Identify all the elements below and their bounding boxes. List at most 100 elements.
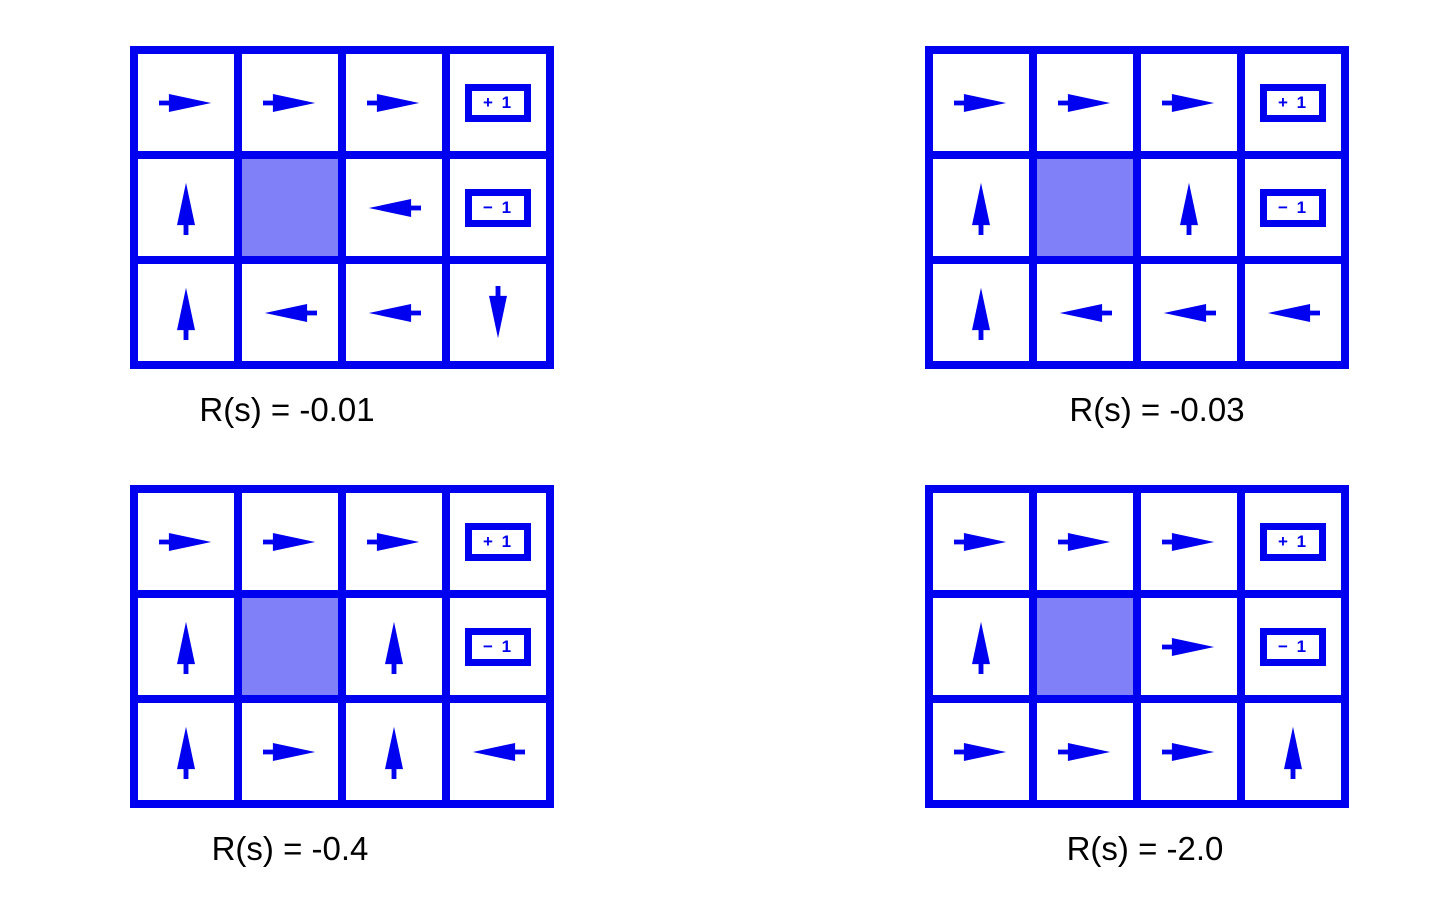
- grid-cell: [1141, 703, 1237, 800]
- grid-cell: [1245, 264, 1341, 361]
- grid-cell: [1141, 54, 1237, 151]
- arrow-down-icon: [489, 285, 507, 338]
- grid-cell: − 1: [1245, 159, 1341, 256]
- grid-cell: [346, 54, 442, 151]
- grid-cell: [933, 159, 1029, 256]
- arrow-right-icon: [1162, 637, 1215, 656]
- arrow-up-icon: [972, 621, 990, 674]
- grid-cell: [346, 159, 442, 256]
- reward-label: R(s) = -0.01: [199, 391, 375, 428]
- grid-cell: [242, 493, 338, 590]
- arrow-right-icon: [263, 742, 316, 761]
- terminal-plus-box: + 1: [1260, 522, 1326, 561]
- grid-cell: [138, 159, 234, 256]
- grid-cell: [1037, 493, 1133, 590]
- grid-cell: [346, 493, 442, 590]
- grid-cell: − 1: [1245, 598, 1341, 695]
- policy-figure-r-0.01: + 1 − 1 R(s) = -0.01: [130, 46, 554, 429]
- terminal-plus-box: + 1: [1260, 83, 1326, 122]
- grid-cell: [138, 598, 234, 695]
- grid-cell: [346, 264, 442, 361]
- grid-cell: [1141, 159, 1237, 256]
- arrow-right-icon: [954, 742, 1007, 761]
- grid-cell: [242, 54, 338, 151]
- grid-cell: + 1: [450, 493, 546, 590]
- grid-cell: + 1: [450, 54, 546, 151]
- arrow-left-icon: [368, 198, 421, 217]
- arrow-right-icon: [1058, 742, 1111, 761]
- arrow-up-icon: [177, 621, 195, 674]
- arrow-up-icon: [385, 621, 403, 674]
- arrow-right-icon: [263, 532, 316, 551]
- arrow-right-icon: [367, 93, 420, 112]
- arrow-right-icon: [1162, 532, 1215, 551]
- reward-label: R(s) = -2.0: [1066, 830, 1224, 867]
- arrow-left-icon: [1163, 303, 1216, 322]
- grid-cell: [450, 264, 546, 361]
- grid-cell: [138, 703, 234, 800]
- arrow-up-icon: [1180, 182, 1198, 235]
- gridworld-r-0.4: + 1 − 1: [130, 485, 554, 808]
- arrow-right-icon: [1162, 93, 1215, 112]
- gridworld-r-0.03: + 1 − 1: [925, 46, 1349, 369]
- grid-cell: [1141, 493, 1237, 590]
- grid-cell: [346, 598, 442, 695]
- grid-cell: [242, 264, 338, 361]
- arrow-up-icon: [177, 287, 195, 340]
- grid-cell: [1141, 264, 1237, 361]
- arrow-right-icon: [954, 532, 1007, 551]
- arrow-left-icon: [368, 303, 421, 322]
- grid-cell: [933, 493, 1029, 590]
- gridworld-r-2.0: + 1 − 1: [925, 485, 1349, 808]
- grid-cell: [450, 703, 546, 800]
- grid-cell: [1245, 703, 1341, 800]
- arrow-up-icon: [177, 182, 195, 235]
- grid-cell: [138, 493, 234, 590]
- arrow-left-icon: [1059, 303, 1112, 322]
- arrow-left-icon: [472, 742, 525, 761]
- grid-cell: [933, 54, 1029, 151]
- arrow-up-icon: [177, 726, 195, 779]
- arrow-up-icon: [972, 287, 990, 340]
- grid-cell: [1037, 54, 1133, 151]
- policy-figure-r-0.03: + 1 − 1 R(s) = -0.03: [925, 46, 1349, 429]
- grid-cell: [933, 264, 1029, 361]
- grid-cell: [933, 598, 1029, 695]
- arrow-left-icon: [1267, 303, 1320, 322]
- wall-cell: [242, 598, 338, 695]
- terminal-plus-box: + 1: [465, 83, 531, 122]
- grid-cell: [346, 703, 442, 800]
- grid-cell: [1141, 598, 1237, 695]
- gridworld-r-0.01: + 1 − 1: [130, 46, 554, 369]
- grid-cell: [933, 703, 1029, 800]
- grid-cell: + 1: [1245, 54, 1341, 151]
- grid-cell: [138, 54, 234, 151]
- arrow-right-icon: [367, 532, 420, 551]
- grid-cell: [138, 264, 234, 361]
- arrow-right-icon: [954, 93, 1007, 112]
- arrow-right-icon: [1058, 93, 1111, 112]
- grid-cell: [1037, 703, 1133, 800]
- policy-figure-r-0.4: + 1− 1 R(s) = -0.4: [130, 485, 554, 868]
- wall-cell: [1037, 159, 1133, 256]
- arrow-up-icon: [385, 726, 403, 779]
- arrow-right-icon: [159, 93, 212, 112]
- grid-cell: − 1: [450, 598, 546, 695]
- terminal-plus-box: + 1: [465, 522, 531, 561]
- grid-cell: [1037, 264, 1133, 361]
- wall-cell: [1037, 598, 1133, 695]
- arrow-up-icon: [1284, 726, 1302, 779]
- arrow-up-icon: [972, 182, 990, 235]
- arrow-right-icon: [1162, 742, 1215, 761]
- reward-label: R(s) = -0.03: [1069, 391, 1245, 428]
- arrow-left-icon: [264, 303, 317, 322]
- wall-cell: [242, 159, 338, 256]
- terminal-minus-box: − 1: [1260, 627, 1326, 666]
- policy-figure-r-2.0: + 1 − 1 R(s) = -2.0: [925, 485, 1349, 868]
- terminal-minus-box: − 1: [1260, 188, 1326, 227]
- terminal-minus-box: − 1: [465, 188, 531, 227]
- grid-cell: + 1: [1245, 493, 1341, 590]
- arrow-right-icon: [263, 93, 316, 112]
- terminal-minus-box: − 1: [465, 627, 531, 666]
